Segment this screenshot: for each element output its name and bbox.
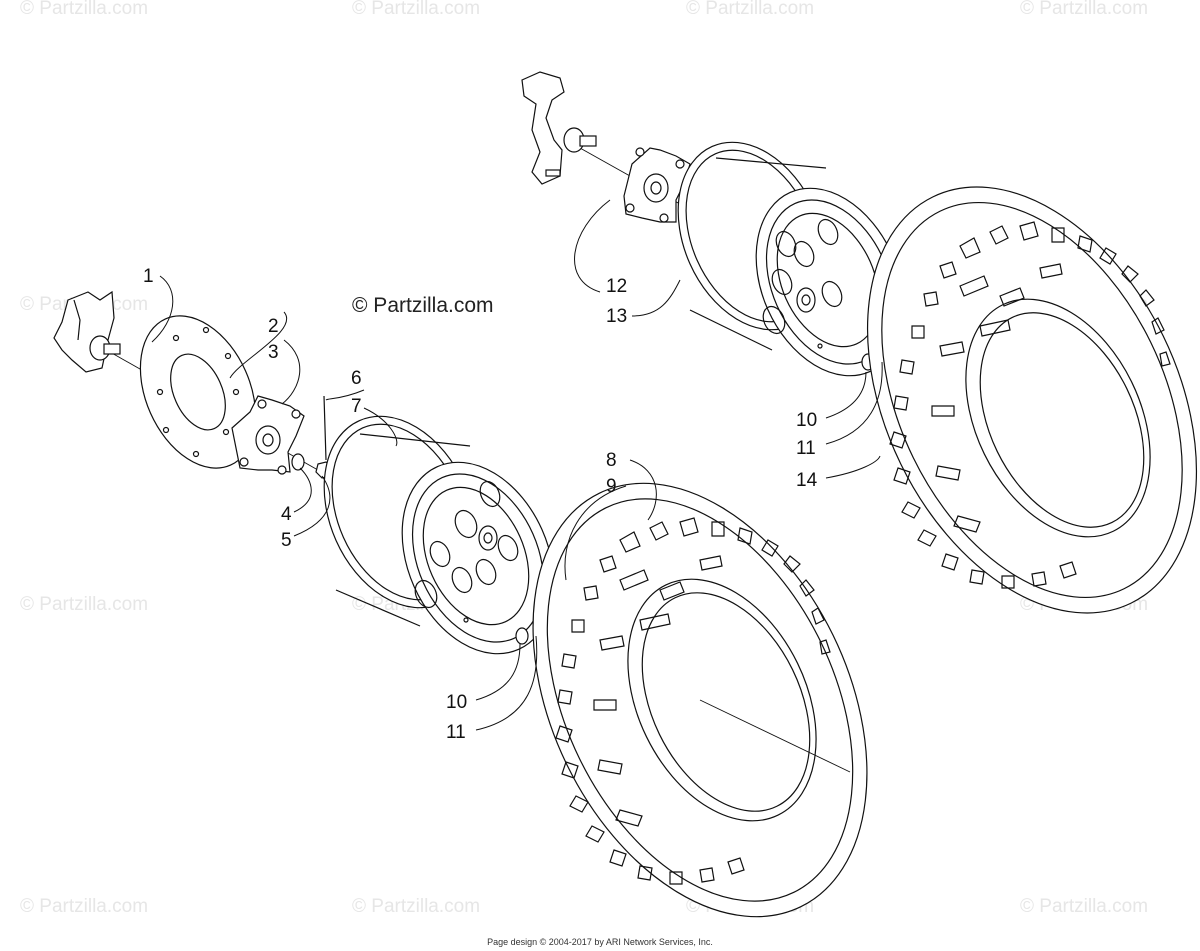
callout-5: 5 [281, 530, 292, 551]
callout-14: 14 [796, 470, 818, 491]
footer-copyright: Page design © 2004-2017 by ARI Network S… [487, 937, 713, 947]
rear-wheel-rim-part-13 [677, 141, 905, 377]
leader-lines [151, 199, 883, 731]
callout-11: 11 [796, 438, 816, 459]
center-watermark: © Partzilla.com [352, 294, 494, 317]
cotter-pin-part-6 [323, 395, 327, 461]
rear-knuckle [521, 71, 597, 185]
watermark: © Partzilla.com [352, 0, 480, 19]
watermark: © Partzilla.com [352, 896, 480, 917]
callout-3: 3 [268, 342, 279, 363]
rear-tire-part-14 [866, 186, 1198, 614]
hub-part-3 [231, 395, 305, 475]
front-tire [532, 482, 868, 918]
brake-disc-part-2 [139, 315, 257, 469]
watermark: © Partzilla.com [20, 896, 148, 917]
callout-6: 6 [351, 368, 362, 389]
callout-13: 13 [606, 306, 627, 327]
watermark: © Partzilla.com [20, 594, 148, 615]
washer-part-4 [291, 453, 305, 471]
front-tire-centerline [699, 699, 851, 773]
front-wheel-rim-part-7 [323, 415, 555, 655]
callout-8: 8 [606, 450, 617, 471]
valve-stem-part-10 [515, 627, 529, 645]
callout-7: 7 [351, 396, 362, 417]
callout-9: 9 [606, 476, 617, 497]
callout-12: 12 [606, 276, 627, 297]
callout-2: 2 [268, 316, 279, 337]
watermark: © Partzilla.com [686, 0, 814, 19]
callout-10: 10 [796, 410, 817, 431]
watermark: © Partzilla.com [20, 0, 148, 19]
watermark: © Partzilla.com [1020, 0, 1148, 19]
callout-11: 11 [446, 722, 466, 743]
callout-1: 1 [143, 266, 154, 287]
callout-10: 10 [446, 692, 467, 713]
watermark: © Partzilla.com [1020, 896, 1148, 917]
callout-labels: 1 2 3 4 5 6 7 8 9 10 11 12 13 10 11 14 [143, 266, 818, 743]
callout-4: 4 [281, 504, 292, 525]
front-knuckle [53, 290, 121, 373]
rear-hub-part-12 [623, 147, 691, 223]
